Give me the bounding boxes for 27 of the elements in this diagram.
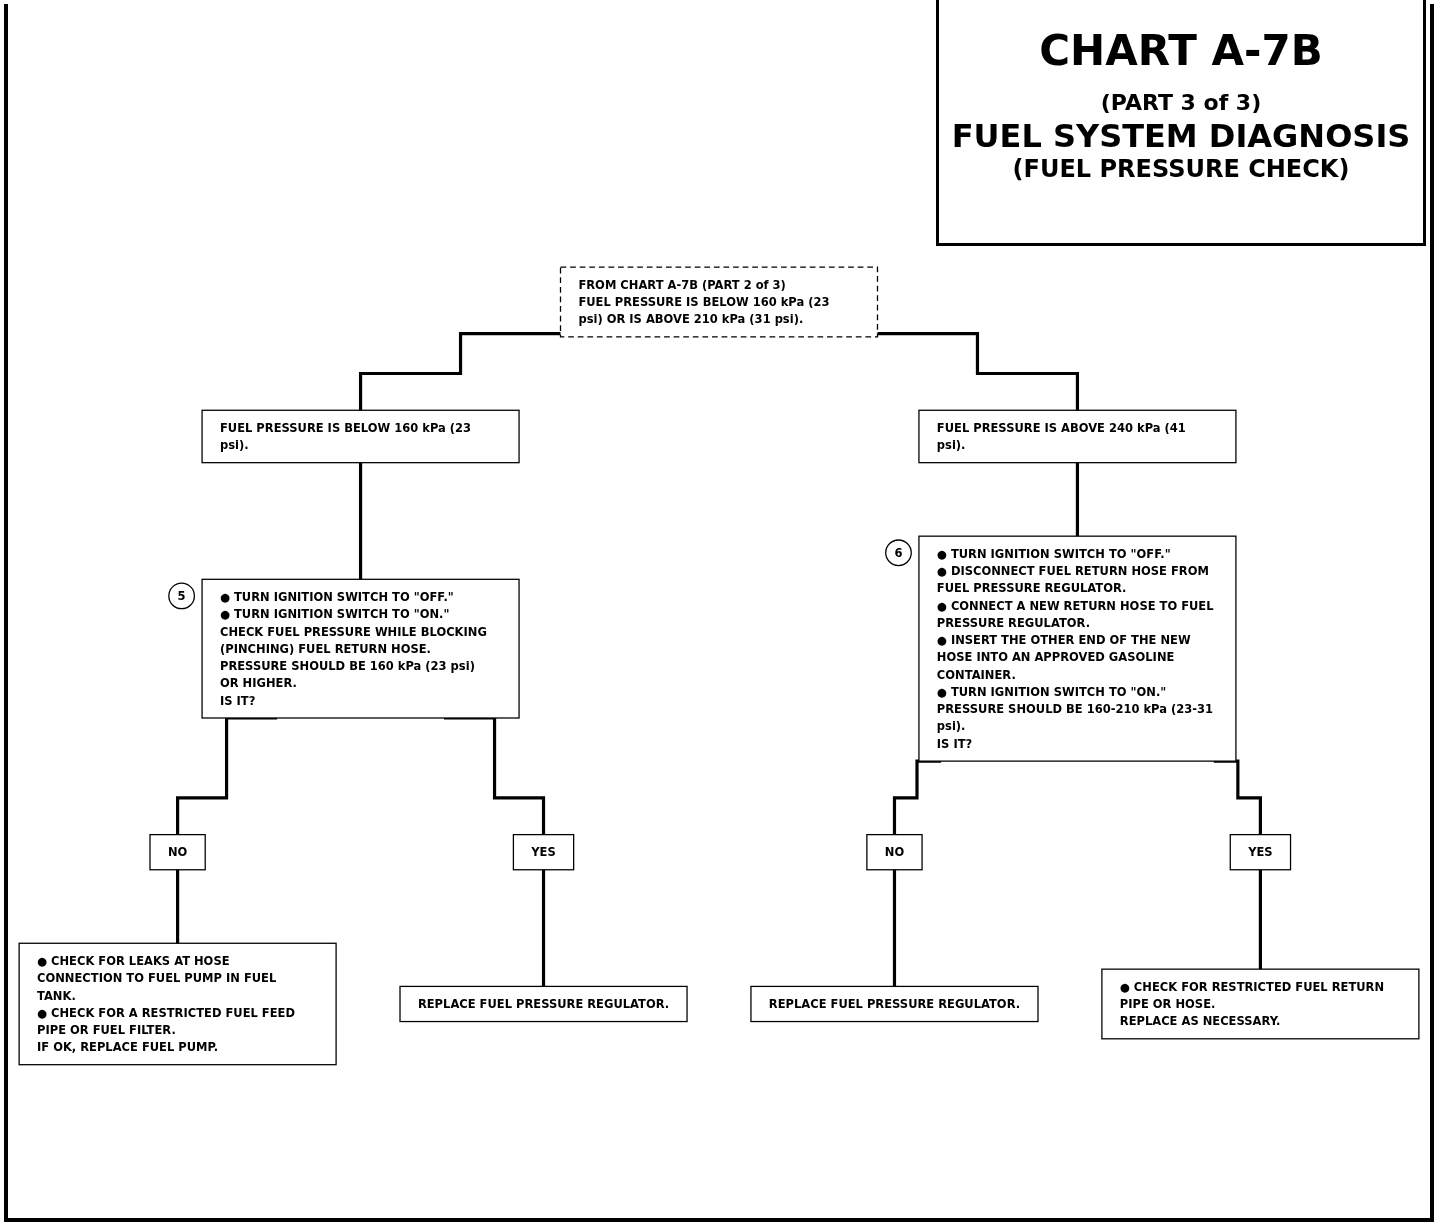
- connector-line: [892, 868, 897, 988]
- branch-box: YES: [1229, 834, 1292, 871]
- connector-line: [541, 868, 546, 988]
- step-number: 5: [168, 582, 196, 610]
- subtitle: (PART 3 of 3): [1099, 90, 1263, 117]
- condition-box: FUEL PRESSURE IS BELOW 160 kPa (23 psi).: [201, 409, 520, 464]
- action-box: REPLACE FUEL PRESSURE REGULATOR.: [399, 985, 688, 1023]
- connector-line: [358, 332, 563, 412]
- chart-title: CHART A-7B: [1038, 26, 1324, 77]
- connector-line: [358, 461, 363, 581]
- condition-box: FUEL PRESSURE IS ABOVE 240 kPa (41 psi).: [918, 409, 1237, 464]
- step-number: 6: [885, 539, 912, 567]
- branch-box: NO: [149, 834, 206, 871]
- branch-box: YES: [512, 834, 575, 871]
- branch-box: NO: [866, 834, 923, 871]
- subtitle: (FUEL PRESSURE CHECK): [1011, 155, 1351, 184]
- connector-line: [176, 868, 180, 945]
- action-box: ● CHECK FOR RESTRICTED FUEL RETURN PIPE OR HOSE. REPLACE AS NECESSARY.: [1101, 968, 1420, 1040]
- subtitle: FUEL SYSTEM DIAGNOSIS: [950, 116, 1412, 156]
- connector-line: [1075, 461, 1080, 538]
- connector-line: [875, 332, 1080, 412]
- action-box: REPLACE FUEL PRESSURE REGULATOR.: [750, 985, 1039, 1023]
- connector-line: [1258, 868, 1262, 971]
- action-box: ● CHECK FOR LEAKS AT HOSE CONNECTION TO FUEL PUMP IN FUEL TANK. ● CHECK FOR A RESTRICTED FUEL FEED PIPE OR FUEL FILTER. IF OK, REPLACE FUEL PUMP.: [18, 942, 337, 1066]
- step-box: ● TURN IGNITION SWITCH TO "OFF." ● TURN IGNITION SWITCH TO "ON." CHECK FUEL PRESSURE WHILE BLOCKING (PINCHING) FUEL RETURN HOSE. PRESSURE SHOULD BE 160 kPa (23 psi) OR HIGHER. IS IT?: [201, 578, 520, 719]
- step-box: ● TURN IGNITION SWITCH TO "OFF." ● DISCONNECT FUEL RETURN HOSE FROM FUEL PRESSURE REGULATOR. ● CONNECT A NEW RETURN HOSE TO FUEL PRESSURE REGULATOR. ● INSERT THE OTHER END OF THE NEW HOSE INTO AN APPROVED GASOLINE CONTAINER. ● TURN IGNITION SWITCH TO "ON." PRESSURE SHOULD BE 160-210 kPa (23-31 psi). IS IT?: [918, 535, 1237, 762]
- reference-box: FROM CHART A-7B (PART 2 of 3) FUEL PRESSURE IS BELOW 160 kPa (23 psi) OR IS ABOVE 210 kPa (31 psi).: [559, 266, 879, 338]
